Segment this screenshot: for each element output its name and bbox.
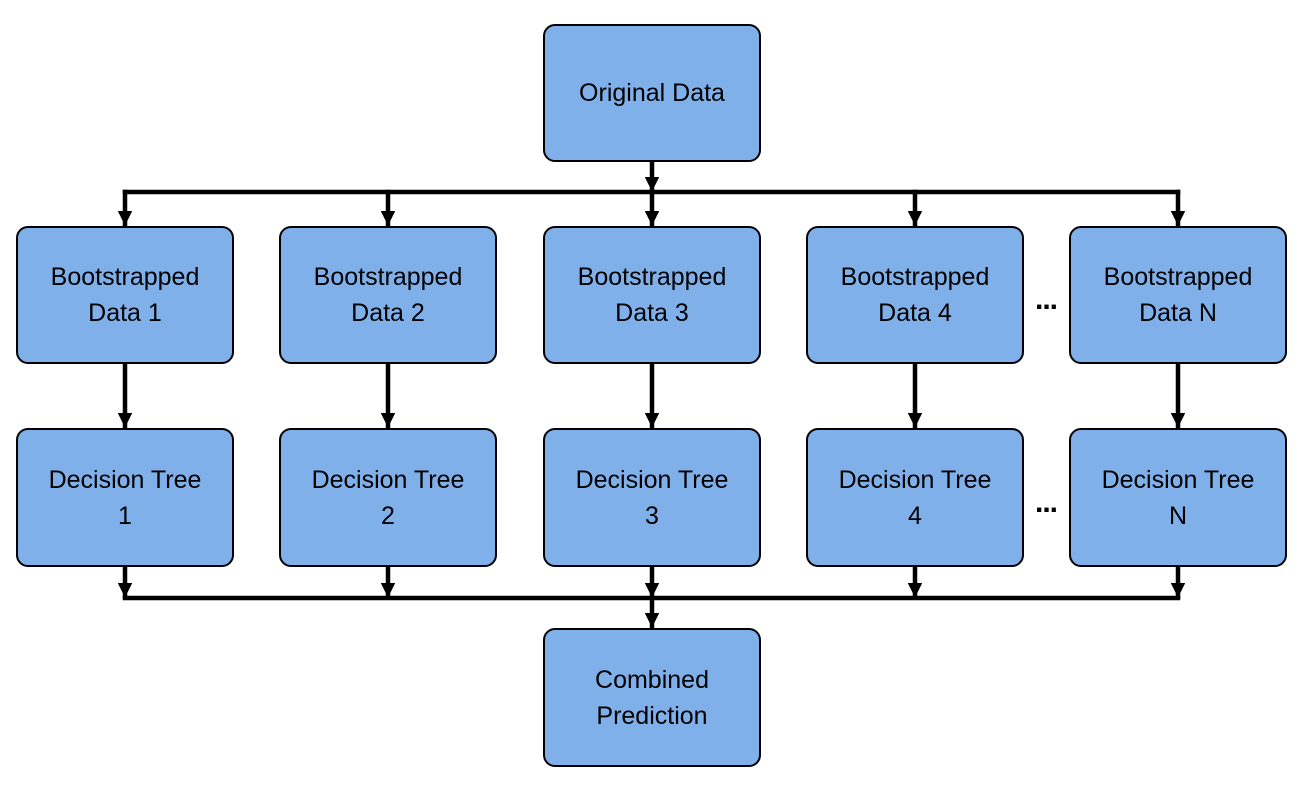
bootstrapped-data-3-line1: Bootstrapped <box>577 263 727 291</box>
bootstrapped-data-2-line1: Bootstrapped <box>313 263 463 291</box>
decision-tree-2-box: Decision Tree 2 <box>279 428 497 567</box>
combined-prediction-line2: Prediction <box>596 701 708 730</box>
bootstrapped-data-n-line1: Bootstrapped <box>1103 263 1253 291</box>
decision-tree-n-line1: Decision Tree <box>1101 465 1255 494</box>
bootstrapped-data-4-line2: Data 4 <box>878 299 952 327</box>
decision-tree-1-line2: 1 <box>118 501 132 530</box>
tree-ellipsis: ... <box>1034 486 1058 519</box>
decision-tree-2-line1: Decision Tree <box>311 465 465 494</box>
bootstrapped-data-4-box: Bootstrapped Data 4 <box>806 226 1024 364</box>
bootstrapped-data-2-line2: Data 2 <box>351 299 425 327</box>
bootstrapped-data-n-line2: Data N <box>1139 299 1217 327</box>
decision-tree-1-line1: Decision Tree <box>48 465 202 494</box>
decision-tree-1-box: Decision Tree 1 <box>16 428 234 567</box>
bootstrapped-data-4-line1: Bootstrapped <box>840 263 990 291</box>
decision-tree-2-line2: 2 <box>381 501 395 530</box>
bootstrapped-data-2-box: Bootstrapped Data 2 <box>279 226 497 364</box>
decision-tree-n-line2: N <box>1168 501 1188 530</box>
bootstrapped-data-n-box: Bootstrapped Data N <box>1069 226 1287 364</box>
bootstrapped-data-1-line2: Data 1 <box>88 299 162 327</box>
combined-prediction-box: Combined Prediction <box>543 628 761 767</box>
decision-tree-4-line1: Decision Tree <box>838 465 992 494</box>
decision-tree-4-box: Decision Tree 4 <box>806 428 1024 567</box>
decision-tree-3-box: Decision Tree 3 <box>543 428 761 567</box>
original-data-box: Original Data <box>543 24 761 162</box>
decision-tree-n-box: Decision Tree N <box>1069 428 1287 567</box>
bootstrapped-data-3-box: Bootstrapped Data 3 <box>543 226 761 364</box>
combined-prediction-line1: Combined <box>595 665 709 694</box>
decision-tree-3-line2: 3 <box>645 501 659 530</box>
decision-tree-4-line2: 4 <box>908 501 922 530</box>
bootstrapped-data-3-line2: Data 3 <box>615 299 689 327</box>
bootstrapped-ellipsis: ... <box>1034 283 1058 316</box>
original-data-label: Original Data <box>579 79 725 107</box>
decision-tree-3-line1: Decision Tree <box>575 465 729 494</box>
bootstrapped-data-1-box: Bootstrapped Data 1 <box>16 226 234 364</box>
bootstrapped-data-1-line1: Bootstrapped <box>50 263 200 291</box>
